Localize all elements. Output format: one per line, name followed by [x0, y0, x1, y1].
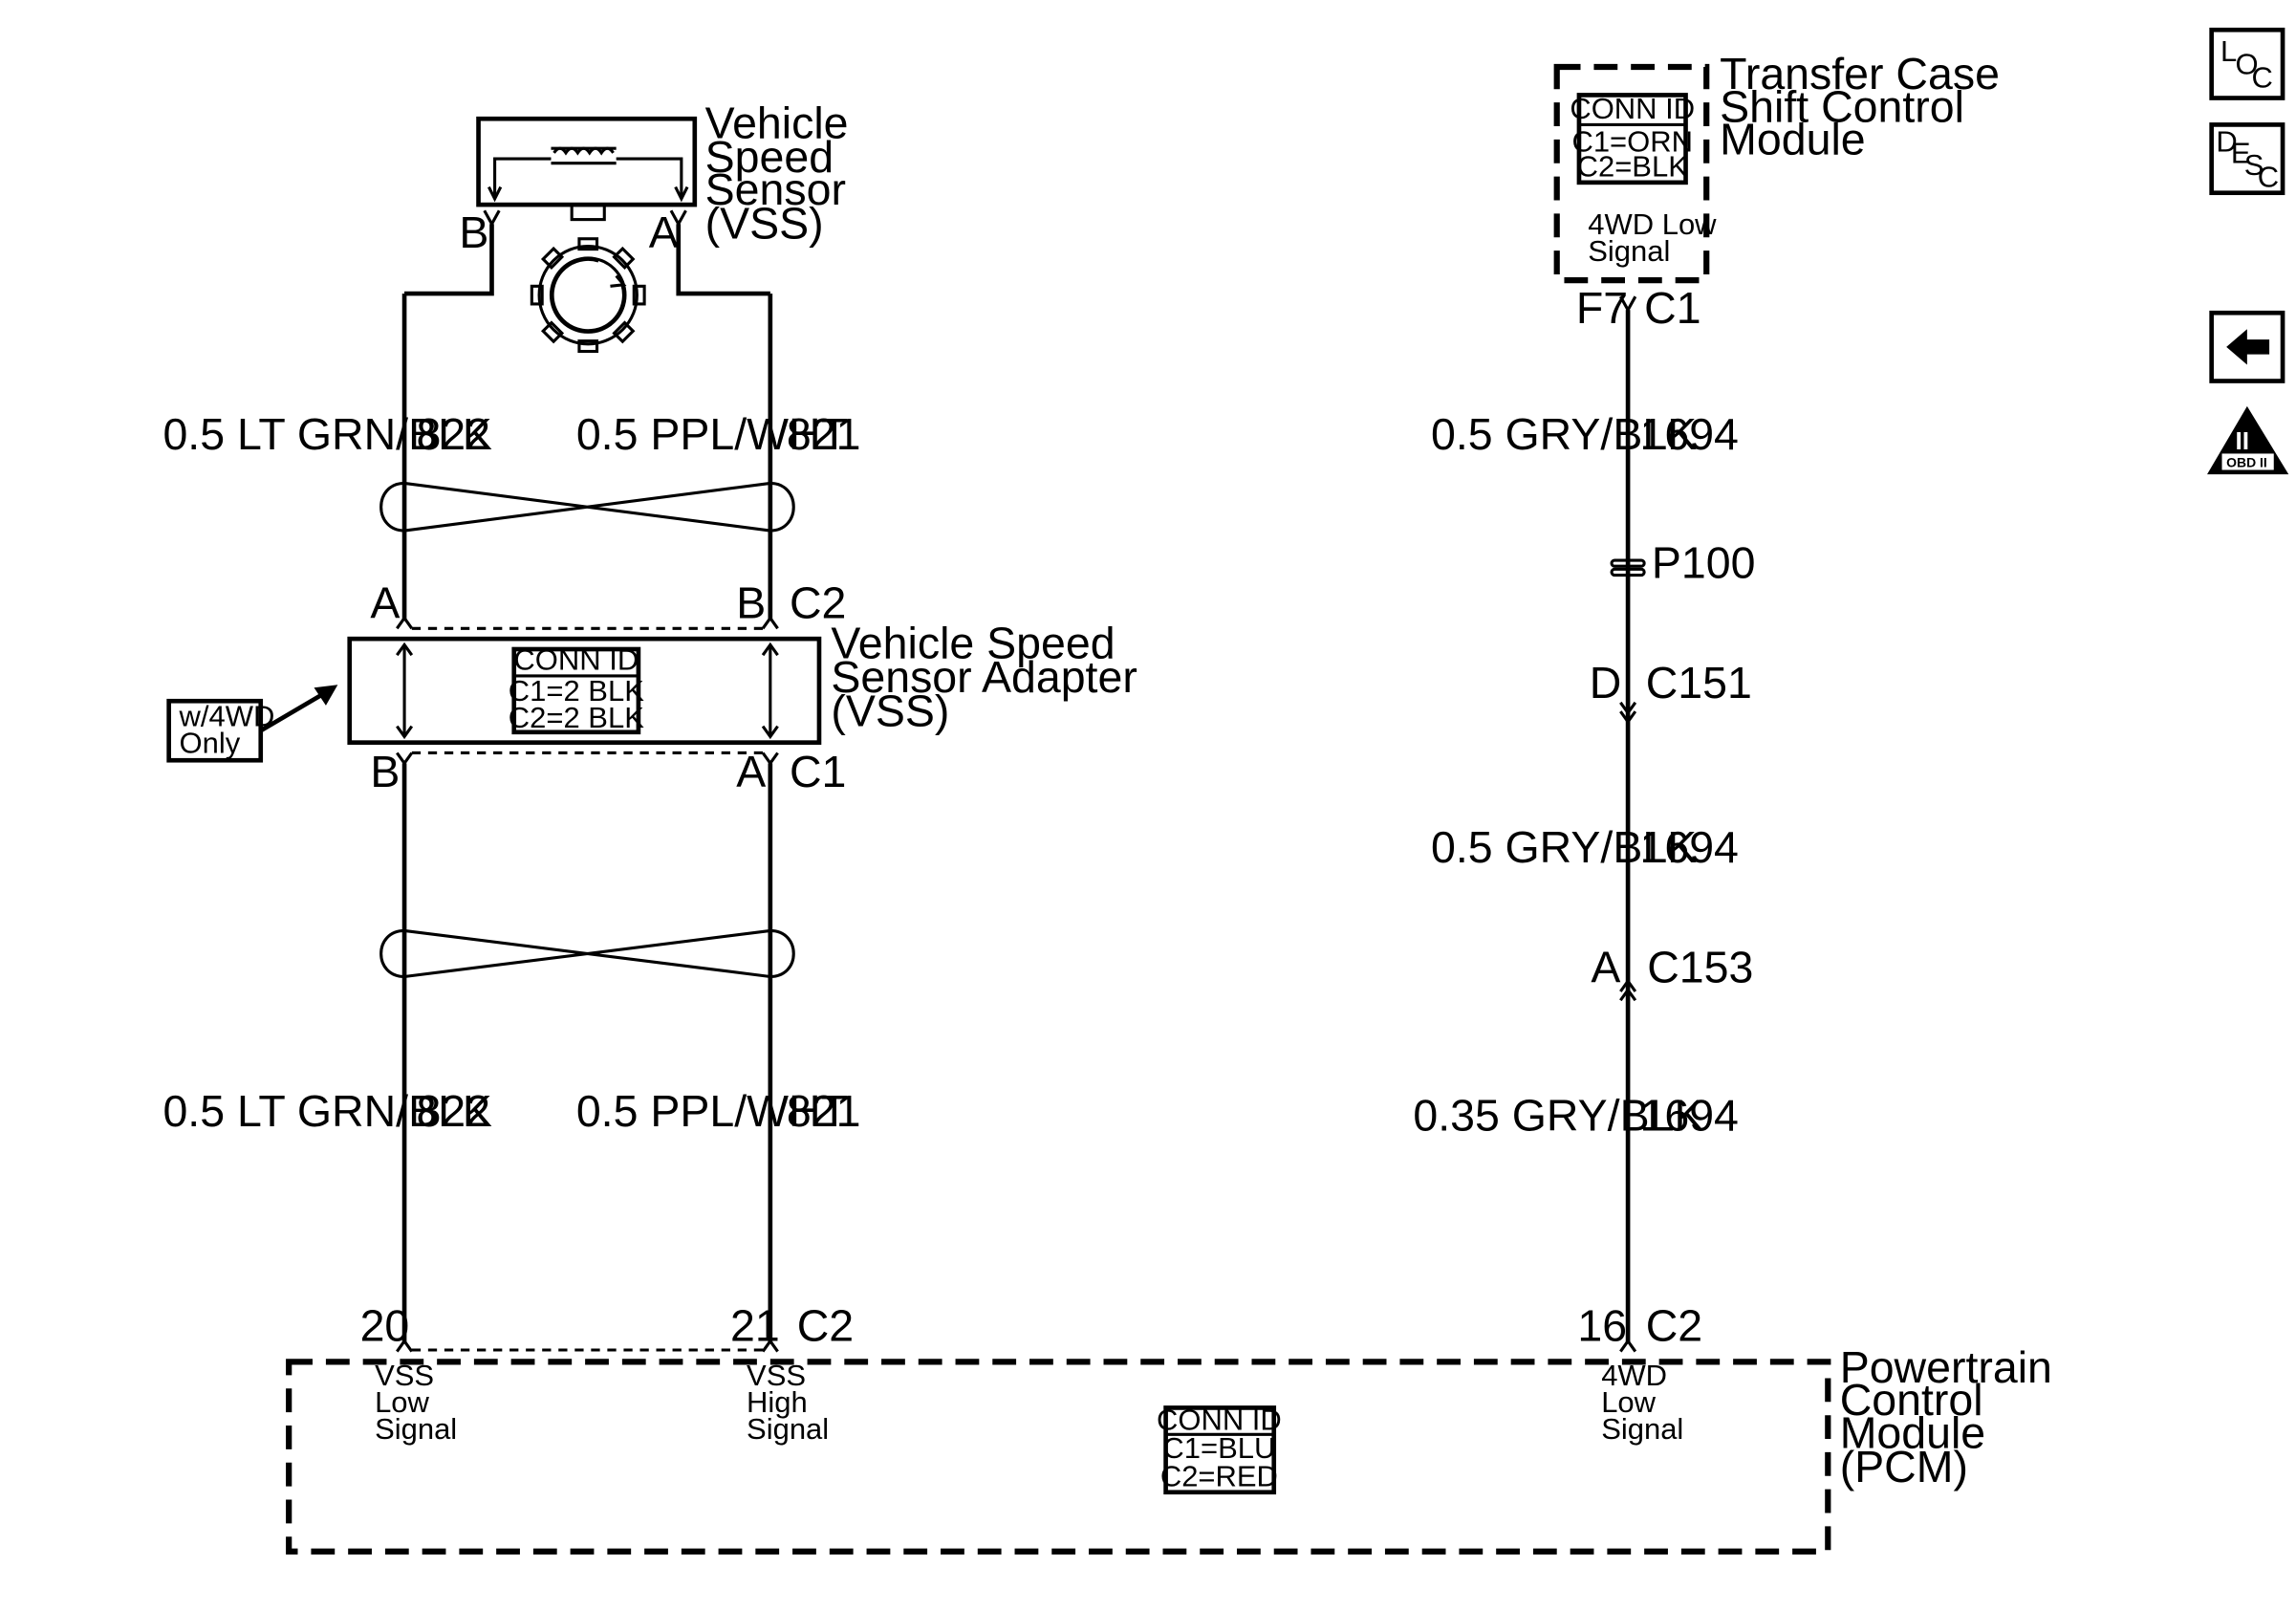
svg-text:C2=RED: C2=RED: [1160, 1460, 1278, 1493]
svg-text:C: C: [2252, 61, 2273, 95]
pcm-connector-c2: C2: [797, 1301, 854, 1351]
wire-1694-seg1-label: 0.5 GRY/BLK: [1431, 409, 1697, 459]
obd-ii-button[interactable]: II OBD II: [2207, 405, 2289, 475]
wire-1694-seg2-circuit: 1694: [1639, 822, 1738, 872]
connector-c153: A C153: [1591, 943, 1753, 1002]
svg-text:II: II: [2235, 426, 2249, 455]
wire-1694-seg2-label: 0.5 GRY/BLK: [1431, 822, 1697, 872]
pcm-name: Powertrain Control Module (PCM): [1840, 1342, 2065, 1491]
wire-822-lower-circuit: 822: [416, 1086, 490, 1136]
wire-821-lower-label: 0.5 PPL/WHT: [576, 1086, 848, 1136]
pcm-conn-id: CONN ID C1=BLU C2=RED: [1157, 1404, 1282, 1495]
upper-twisted-pair: 0.5 LT GRN/BLK 822 0.5 PPL/WHT 821: [162, 294, 860, 620]
pcm-pin-16: 16: [1577, 1301, 1627, 1351]
svg-text:C1=BLU: C1=BLU: [1162, 1431, 1275, 1465]
connector-c151: D C151: [1590, 658, 1752, 725]
svg-text:w/4WD: w/4WD: [179, 700, 275, 733]
transfer-case-shift-control-module: CONN ID C1=ORN C2=BLK 4WD Low Signal Tra…: [1553, 49, 2012, 333]
adapter-bottom-pin-a: A: [736, 747, 766, 796]
pcm-pin-20: 20: [360, 1301, 410, 1351]
splice-p100: P100: [1610, 538, 1756, 588]
pcm-pin-16-connector: C2: [1646, 1301, 1702, 1351]
tccm-signal-label: 4WD Low Signal: [1588, 207, 1724, 268]
adapter-bottom-connector: C1: [790, 747, 846, 796]
svg-text:CONN ID: CONN ID: [1570, 92, 1695, 125]
reluctor-wheel-icon: [530, 237, 646, 354]
wire-821-upper-circuit: 821: [787, 409, 861, 459]
pcm-4wd-low-signal: 4WD Low Signal: [1601, 1359, 1683, 1446]
vehicle-speed-sensor: B A Vehicle Speed Sensor (VSS): [404, 98, 861, 354]
svg-text:CONN ID: CONN ID: [513, 643, 639, 677]
adapter-top-pin-a: A: [370, 577, 400, 627]
tccm-pin-f7: F7: [1576, 283, 1628, 333]
wire-821-lower-circuit: 821: [787, 1086, 861, 1136]
svg-text:L: L: [2220, 34, 2237, 68]
pcm-vss-low-signal: VSS Low Signal: [375, 1359, 457, 1446]
svg-text:C2=2 BLK: C2=2 BLK: [509, 701, 644, 734]
back-button[interactable]: [2209, 310, 2285, 383]
svg-text:D: D: [1590, 658, 1622, 708]
svg-text:A: A: [1591, 943, 1620, 992]
adapter-top-connector: C2: [790, 577, 846, 627]
adapter-name: Vehicle Speed Sensor Adapter (VSS): [831, 618, 1149, 735]
4wd-only-note: w/4WD Only: [166, 685, 338, 763]
desc-button[interactable]: D E S C: [2209, 122, 2285, 196]
note-arrow-icon: [314, 685, 338, 706]
vss-pin-a: A: [649, 207, 679, 257]
svg-text:S: S: [2244, 148, 2264, 182]
adapter-top-pin-b: B: [736, 577, 766, 627]
twisted-pair-icon: [379, 481, 795, 533]
tccm-body: [1553, 63, 1710, 284]
tccm-connector-c1: C1: [1644, 283, 1700, 333]
powertrain-control-module: 20 21 C2 16 C2 VSS Low Signal VSS High S…: [286, 1301, 2065, 1555]
svg-text:CONN ID: CONN ID: [1157, 1404, 1282, 1437]
vss-name: Vehicle Speed Sensor (VSS): [705, 98, 861, 248]
tccm-conn-id: CONN ID C1=ORN C2=BLK: [1570, 92, 1695, 185]
wire-821-upper-label: 0.5 PPL/WHT: [576, 409, 848, 459]
pcm-vss-high-signal: VSS High Signal: [747, 1359, 829, 1446]
lower-twisted-pair: 0.5 LT GRN/BLK 822 0.5 PPL/WHT 821: [162, 763, 861, 1343]
svg-text:C: C: [2258, 161, 2279, 194]
coil-icon: [552, 146, 615, 156]
circuit-1694: 0.5 GRY/BLK 1694 P100 D C151 0.5 GRY/BLK…: [1413, 310, 1756, 1343]
pcm-body: [286, 1359, 1831, 1555]
wire-1694-seg1-circuit: 1694: [1639, 409, 1738, 459]
vss-pin-b: B: [459, 207, 488, 257]
adapter-conn-id: CONN ID C1=2 BLK C2=2 BLK: [509, 643, 644, 734]
svg-text:E: E: [2231, 137, 2251, 170]
svg-text:OBD II: OBD II: [2226, 454, 2267, 469]
wire-822-lower-label: 0.5 LT GRN/BLK: [162, 1086, 491, 1136]
svg-text:C2=BLK: C2=BLK: [1577, 150, 1689, 184]
svg-text:C1=ORN: C1=ORN: [1571, 124, 1693, 158]
wire-1694-seg3-label: 0.35 GRY/BLK: [1413, 1091, 1703, 1141]
svg-text:Only: Only: [180, 726, 241, 759]
wire-822-upper-circuit: 822: [416, 409, 490, 459]
adapter-bottom-pin-b: B: [370, 747, 400, 796]
tccm-name: Transfer Case Shift Control Module: [1720, 49, 2012, 163]
twisted-pair-icon: [379, 928, 795, 979]
wire-1694-seg3-circuit: 1694: [1639, 1091, 1738, 1141]
vss-adapter: A B C2 CONN ID C1=2 BLK C2=2 BLK B A C1 …: [166, 577, 1149, 796]
wire-822-upper-label: 0.5 LT GRN/BLK: [162, 409, 491, 459]
svg-text:P100: P100: [1652, 538, 1756, 588]
svg-text:D: D: [2216, 124, 2237, 158]
svg-text:C151: C151: [1646, 658, 1752, 708]
svg-text:C1=2 BLK: C1=2 BLK: [509, 674, 644, 708]
back-arrow-icon: [2226, 329, 2270, 365]
pcm-pin-21: 21: [730, 1301, 780, 1351]
loc-button[interactable]: L O C: [2209, 27, 2285, 100]
svg-text:O: O: [2235, 48, 2258, 81]
svg-text:C153: C153: [1647, 943, 1753, 992]
